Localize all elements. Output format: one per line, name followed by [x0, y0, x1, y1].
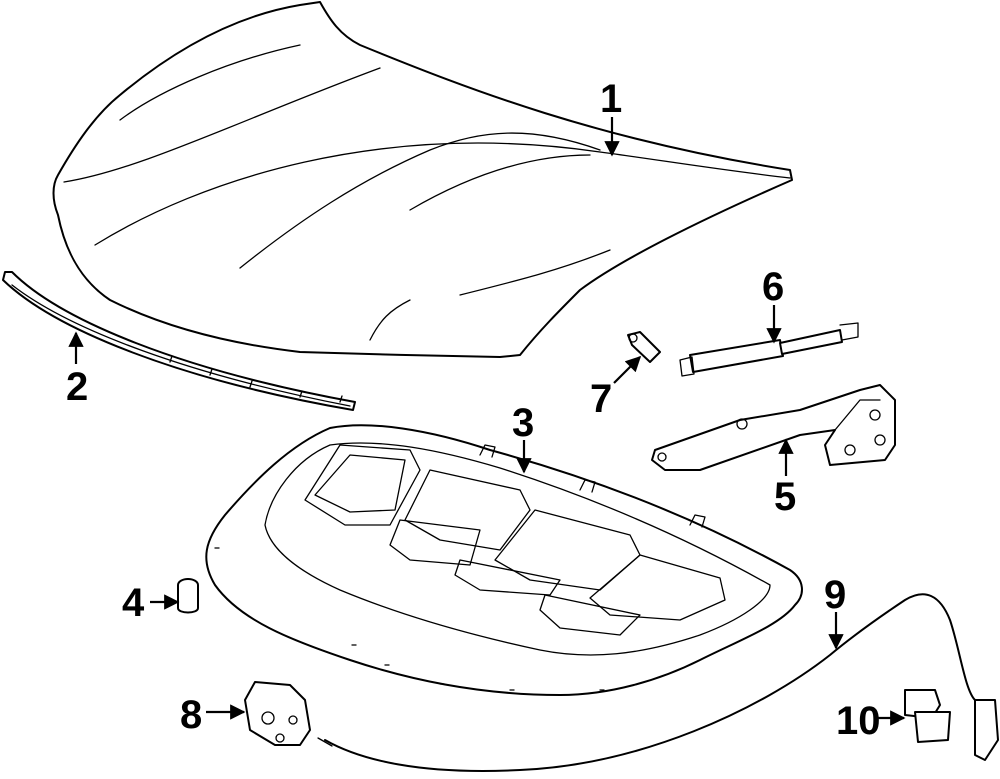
hood-panel[interactable] [52, 1, 793, 358]
hood-latch[interactable] [244, 681, 311, 746]
hood-lift-support[interactable] [679, 322, 859, 377]
callout-7: 7 [590, 377, 612, 421]
hood-insulator[interactable] [205, 424, 803, 696]
callout-2: 2 [66, 365, 88, 409]
hood-release-cable[interactable] [317, 593, 976, 772]
hood-hinge[interactable] [651, 384, 896, 471]
leader-lines [68, 117, 906, 726]
callout-4: 4 [122, 581, 145, 625]
callout-1: 1 [600, 77, 622, 121]
callout-labels: 1 2 3 4 5 6 7 8 9 10 [66, 77, 881, 743]
hood-clip[interactable] [627, 331, 661, 363]
callout-6: 6 [762, 265, 784, 309]
hood-seal[interactable] [2, 271, 356, 411]
hood-release-handle[interactable] [904, 689, 999, 761]
callout-5: 5 [774, 475, 796, 519]
callout-3: 3 [512, 401, 534, 445]
callout-8: 8 [180, 693, 202, 737]
callout-9: 9 [824, 573, 846, 617]
hood-bumper[interactable] [177, 578, 199, 614]
callout-10: 10 [836, 699, 881, 743]
